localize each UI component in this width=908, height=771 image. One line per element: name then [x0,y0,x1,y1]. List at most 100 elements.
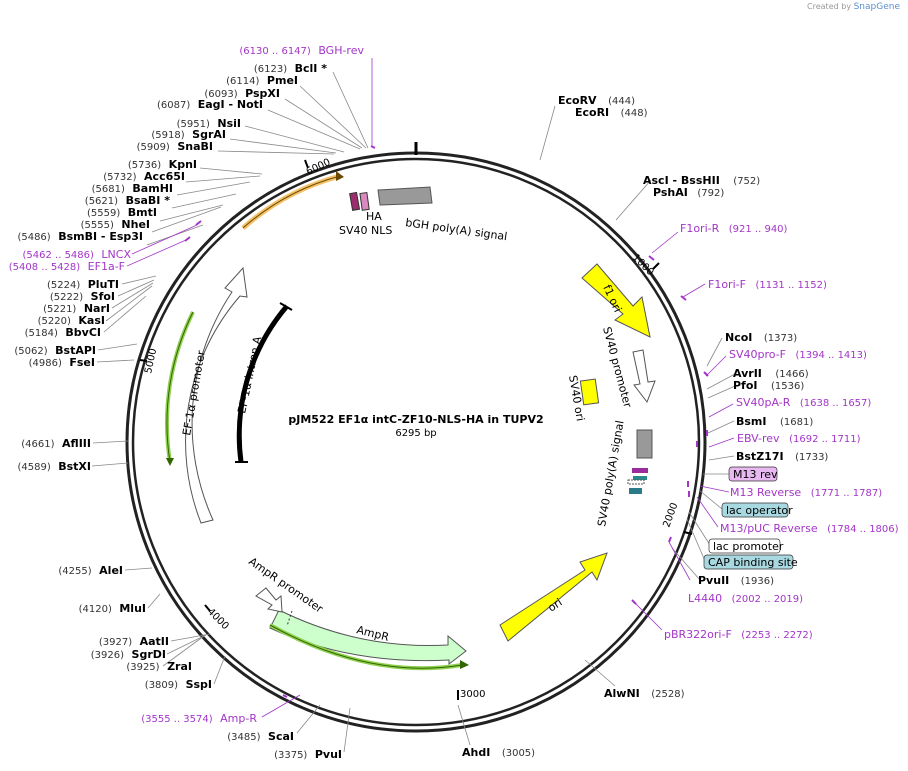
ef1a-intron-bar[interactable] [236,304,289,463]
svg-text:NcoI (1373): NcoI (1373) [725,331,797,344]
svg-text:(5909) SnaBI: (5909) SnaBI [137,140,213,153]
left-labels: (6130 .. 6147) BGH-rev (6123) BclI * (61… [9,44,365,761]
right-labels: EcoRV (444) EcoRI (448) AscI - BssHII (7… [462,94,899,759]
svg-text:(4589) BstXI: (4589) BstXI [17,460,91,473]
svg-text:(6114) PmeI: (6114) PmeI [226,74,298,87]
svg-text:(5486) BsmBI - Esp3I: (5486) BsmBI - Esp3I [17,230,143,243]
bgh-polya-feature[interactable] [377,186,433,206]
credit: Created by SnapGene [807,2,900,12]
svg-text:(3809) SspI: (3809) SspI [145,678,212,691]
tick-2000: 2000 [661,501,680,529]
svg-text:(5408 .. 5428) EF1a-F: (5408 .. 5428) EF1a-F [9,260,125,273]
svg-text:(5559) BmtI: (5559) BmtI [87,206,157,219]
svg-text:(5681) BamHI: (5681) BamHI [92,182,173,195]
svg-text:(3927) AatII: (3927) AatII [99,635,169,648]
sv40-promoter-label: SV40 promoter [600,325,634,409]
svg-text:pBR322ori-F (2253 .. 2272): pBR322ori-F (2253 .. 2272) [664,628,813,641]
ampr-promoter-arrow[interactable] [255,587,283,613]
sv40-nls-feature[interactable] [359,191,370,211]
svg-text:lac promoter: lac promoter [713,540,784,553]
svg-text:(5224) PluTI: (5224) PluTI [47,278,119,291]
svg-text:BsmI (1681): BsmI (1681) [736,415,813,428]
svg-text:SV40pA-R (1638 .. 1657): SV40pA-R (1638 .. 1657) [736,396,871,409]
svg-text:AlwNI (2528): AlwNI (2528) [604,687,685,700]
boxed-labels: M13 rev lac operator lac promoter CAP bi… [703,466,798,570]
svg-text:(5462 .. 5486) LNCX: (5462 .. 5486) LNCX [23,248,132,261]
tick-5000: 5000 [143,347,159,374]
svg-text:EcoRV (444): EcoRV (444) [558,94,635,107]
svg-text:(6087) EagI - NotI: (6087) EagI - NotI [157,98,263,111]
svg-text:CAP binding site: CAP binding site [708,556,798,569]
ori-arrow[interactable] [499,552,608,642]
snapgene-logo: SnapGene [853,2,900,12]
svg-text:PfoI (1536): PfoI (1536) [733,379,804,392]
svg-text:BstZ17I (1733): BstZ17I (1733) [736,450,828,463]
svg-text:(4255) AleI: (4255) AleI [58,564,123,577]
svg-text:(3925) ZraI: (3925) ZraI [126,660,192,673]
svg-text:M13 rev: M13 rev [733,468,778,481]
svg-text:(6130 .. 6147) BGH-rev: (6130 .. 6147) BGH-rev [239,44,364,57]
lac-promoter-feature [627,479,645,485]
svg-text:(4986) FseI: (4986) FseI [29,356,95,369]
ef1a-promoter-label: EF-1α promoter [180,349,208,436]
lac-operator-feature [633,476,647,480]
ha-label: HA [366,210,382,223]
bgh-polya-label: bGH poly(A) signal [405,216,509,243]
sv40-polya-label: SV40 poly(A) signal [595,419,626,527]
sv40-nls-label: SV40 NLS [339,224,392,237]
ef1a-promoter-arrow[interactable] [185,266,248,524]
svg-text:PshAI (792): PshAI (792) [653,186,724,199]
svg-text:(5918) SgrAI: (5918) SgrAI [151,128,226,141]
svg-text:M13 Reverse (1771 .. 1787): M13 Reverse (1771 .. 1787) [730,486,882,499]
svg-text:(5062) BstAPI: (5062) BstAPI [14,344,96,357]
sv40-ori-feature[interactable] [579,378,600,406]
svg-text:(4120) MluI: (4120) MluI [79,602,146,615]
sv40-polya-feature[interactable] [636,429,653,459]
svg-text:AvrII (1466): AvrII (1466) [733,367,809,380]
svg-text:(5732) Acc65I: (5732) Acc65I [103,170,185,183]
svg-text:(5221) NarI: (5221) NarI [43,302,110,315]
svg-text:(5184) BbvCI: (5184) BbvCI [25,326,101,339]
svg-text:lac operator: lac operator [726,504,793,517]
svg-text:(4661) AflIII: (4661) AflIII [21,437,91,450]
svg-text:EBV-rev (1692 .. 1711): EBV-rev (1692 .. 1711) [737,432,861,445]
cap-site-feature [629,488,642,494]
tick-3000: 3000 [460,689,485,700]
backbone-inner [131,157,701,727]
m13-rev-box [728,466,778,482]
f1-ori-arrow[interactable] [581,263,651,338]
svg-text:(5951) NsiI: (5951) NsiI [177,117,241,130]
svg-text:(5621) BsaBI *: (5621) BsaBI * [85,194,170,207]
ampr-promoter-label: AmpR promoter [246,555,325,616]
svg-text:AhdI (3005): AhdI (3005) [462,746,535,759]
svg-text:EcoRI (448): EcoRI (448) [575,106,648,119]
m13-rev-feature [632,468,648,473]
lac-operator-box [721,502,789,518]
svg-text:(3485) ScaI: (3485) ScaI [227,730,294,743]
ha-feature[interactable] [349,191,361,211]
plasmid-name: pJM522 EF1α intC-ZF10-NLS-HA in TUPV2 [288,413,543,426]
cap-site-box [703,554,794,570]
svg-text:F1ori-R (921 .. 940): F1ori-R (921 .. 940) [680,222,788,235]
connectors-right [457,105,736,746]
ef1a-intron-label: EF-1α intron A [235,335,264,415]
svg-text:F1ori-F (1131 .. 1152): F1ori-F (1131 .. 1152) [708,278,827,291]
svg-text:(3375) PvuI: (3375) PvuI [274,748,342,761]
svg-text:SV40pro-F (1394 .. 1413): SV40pro-F (1394 .. 1413) [729,348,867,361]
svg-text:(3555 .. 3574) Amp-R: (3555 .. 3574) Amp-R [141,712,257,725]
svg-text:(6123) BclI *: (6123) BclI * [254,62,327,75]
connectors-left [91,58,373,753]
svg-text:M13/pUC Reverse (1784 .. 1806): M13/pUC Reverse (1784 .. 1806) [720,522,899,535]
svg-text:(3926) SgrDI: (3926) SgrDI [91,648,166,661]
lac-promoter-box [708,538,781,554]
svg-text:AscI - BssHII (752): AscI - BssHII (752) [643,174,760,187]
svg-text:PvuII (1936): PvuII (1936) [698,574,774,587]
svg-text:(5220) KasI: (5220) KasI [38,314,105,327]
plasmid-size: 6295 bp [395,428,436,439]
svg-text:(6093) PspXI: (6093) PspXI [204,87,280,100]
svg-text:(5555) NheI: (5555) NheI [81,218,150,231]
sv40-promoter-arrow[interactable] [632,349,656,404]
svg-text:(5736) KpnI: (5736) KpnI [128,158,197,171]
